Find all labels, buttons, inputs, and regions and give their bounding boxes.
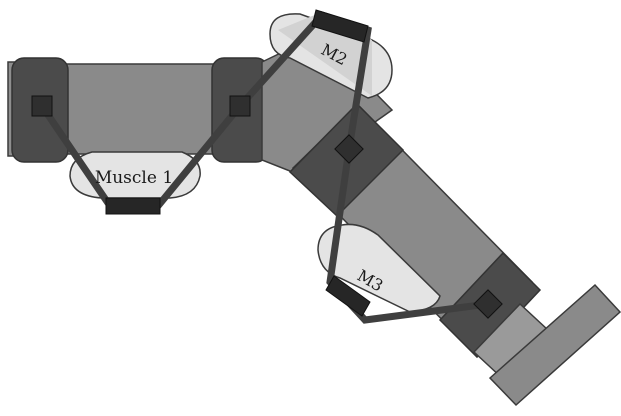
- m2-attachment: [311, 9, 369, 43]
- m3-attachment: [325, 275, 371, 317]
- anchor-3: [334, 134, 364, 164]
- muscle-1-attachment: [105, 197, 161, 215]
- anchor-4: [473, 289, 503, 319]
- anchor-2: [229, 95, 251, 117]
- muscle-1: [69, 151, 201, 199]
- anchor-1: [31, 95, 53, 117]
- muscle-1-label: Muscle 1: [95, 168, 173, 188]
- end-effector: [488, 283, 621, 407]
